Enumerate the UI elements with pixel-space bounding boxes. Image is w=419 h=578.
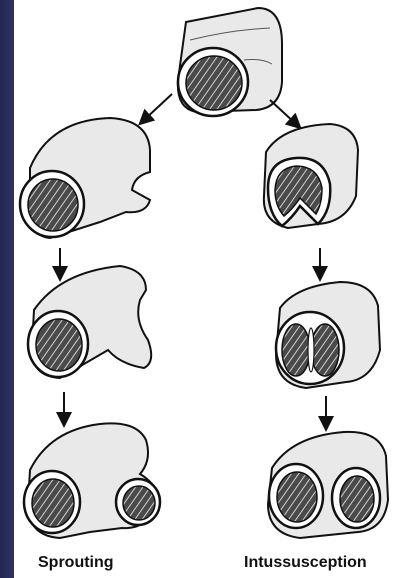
label-intussusception: Intussusception <box>244 552 367 574</box>
sprouting-stage-1 <box>20 118 150 238</box>
sprouting-stage-3 <box>24 423 160 538</box>
intussusception-stage-3 <box>268 432 388 538</box>
arrow-top-left <box>144 94 172 120</box>
intussusception-stage-2 <box>276 282 380 388</box>
intussusception-stage-1 <box>264 124 358 228</box>
vessel-original <box>178 8 282 116</box>
arrow-top-right <box>270 100 296 124</box>
sprouting-stage-2 <box>28 266 151 378</box>
label-sprouting: Sprouting <box>38 552 114 574</box>
